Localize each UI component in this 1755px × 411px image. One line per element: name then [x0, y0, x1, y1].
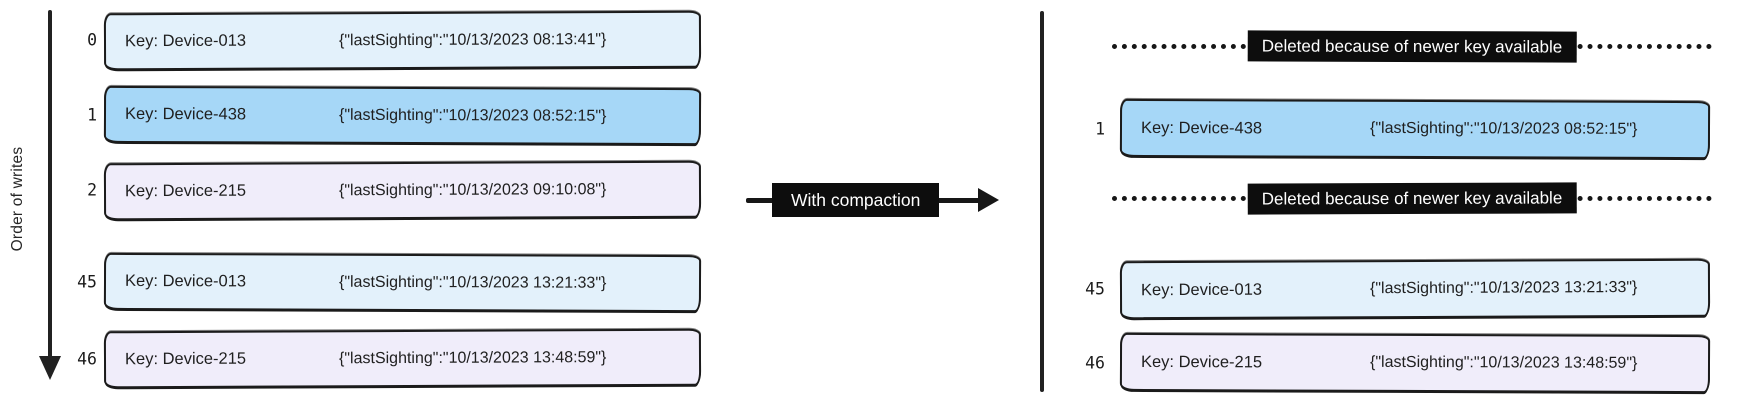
order-of-writes-label: Order of writes: [9, 146, 26, 252]
record-value: {"lastSighting":"10/13/2023 13:48:59"}: [338, 348, 607, 367]
record-value: {"lastSighting":"10/13/2023 13:21:33"}: [1369, 279, 1638, 298]
record-row: Key: Device-215 {"lastSighting":"10/13/2…: [1119, 332, 1711, 394]
compaction-arrowhead-icon: [978, 188, 999, 212]
deleted-banner: Deleted because of newer key available: [1247, 182, 1577, 215]
row-index: 1: [1095, 119, 1105, 139]
record-key: Key: Device-215: [124, 349, 247, 369]
record-row: Key: Device-013 {"lastSighting":"10/13/2…: [103, 10, 702, 71]
record-row: Key: Device-013 {"lastSighting":"10/13/2…: [1119, 258, 1711, 320]
row-index: 46: [1085, 353, 1105, 373]
record-value: {"lastSighting":"10/13/2023 08:52:15"}: [338, 106, 607, 125]
record-value: {"lastSighting":"10/13/2023 13:21:33"}: [338, 273, 607, 292]
record-value: {"lastSighting":"10/13/2023 08:13:41"}: [338, 30, 607, 49]
record-row: Key: Device-013 {"lastSighting":"10/13/2…: [103, 252, 702, 313]
with-compaction-label: With compaction: [772, 183, 940, 217]
row-index: 45: [1085, 279, 1105, 299]
record-row: Key: Device-215 {"lastSighting":"10/13/2…: [103, 328, 702, 389]
record-key: Key: Device-013: [124, 271, 247, 291]
record-value: {"lastSighting":"10/13/2023 09:10:08"}: [338, 180, 607, 199]
record-row: Key: Device-438 {"lastSighting":"10/13/2…: [103, 85, 702, 146]
order-of-writes-axis-line: [48, 10, 52, 360]
record-value: {"lastSighting":"10/13/2023 13:48:59"}: [1369, 353, 1638, 372]
compacted-log-axis-line: [1040, 11, 1044, 392]
row-index: 2: [87, 180, 97, 200]
record-key: Key: Device-438: [1140, 118, 1263, 137]
record-row: Key: Device-438 {"lastSighting":"10/13/2…: [1119, 98, 1711, 160]
record-row: Key: Device-215 {"lastSighting":"10/13/2…: [103, 160, 702, 221]
row-index: 0: [87, 30, 97, 50]
row-index: 1: [87, 105, 97, 125]
row-index: 46: [77, 349, 97, 369]
record-key: Key: Device-013: [1140, 280, 1263, 299]
record-key: Key: Device-013: [124, 31, 247, 51]
record-key: Key: Device-215: [1140, 352, 1263, 371]
record-value: {"lastSighting":"10/13/2023 08:52:15"}: [1369, 119, 1638, 138]
deleted-banner: Deleted because of newer key available: [1247, 30, 1577, 63]
record-key: Key: Device-215: [124, 181, 247, 201]
axis-arrowhead-icon: [39, 356, 61, 380]
row-index: 45: [77, 272, 97, 292]
record-key: Key: Device-438: [124, 104, 247, 124]
